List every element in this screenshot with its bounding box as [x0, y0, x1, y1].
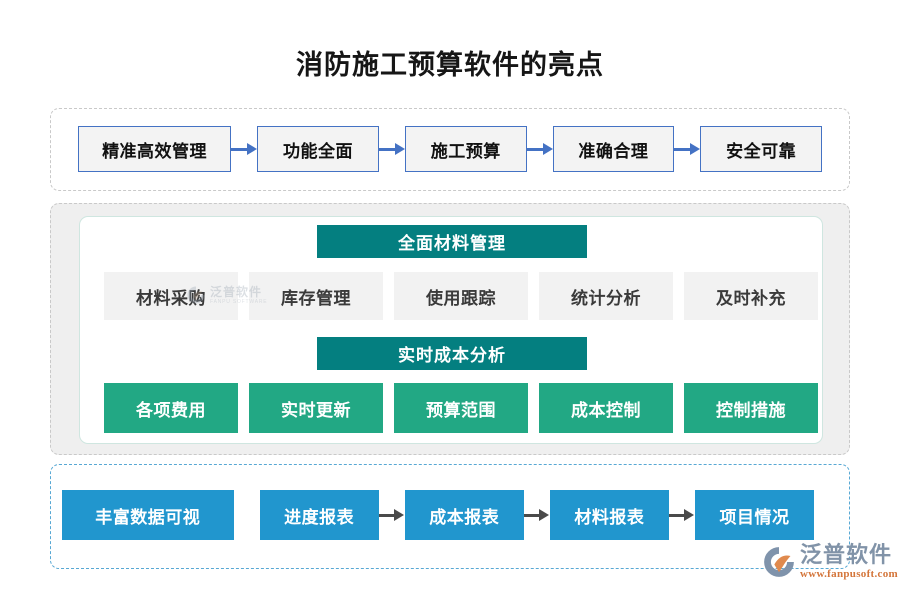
page-title: 消防施工预算软件的亮点 — [296, 50, 604, 80]
brand-text: 泛普软件 www.fanpusoft.com — [800, 544, 898, 580]
material-items-row: 材料采购 库存管理 使用跟踪 统计分析 及时补充 — [104, 272, 818, 320]
fanpu-swoosh-logo-icon — [764, 547, 794, 577]
arrow-right-icon — [523, 509, 550, 521]
cost-item-5[interactable]: 控制措施 — [684, 383, 818, 433]
top-flow-node-4[interactable]: 准确合理 — [552, 126, 675, 172]
cost-item-2[interactable]: 实时更新 — [249, 383, 383, 433]
material-item-3[interactable]: 使用跟踪 — [394, 272, 528, 320]
arrow-right-icon — [378, 509, 405, 521]
top-flow-node-3[interactable]: 施工预算 — [404, 126, 527, 172]
material-management-header: 全面材料管理 — [317, 225, 587, 258]
top-flow-node-5[interactable]: 安全可靠 — [700, 126, 822, 172]
cost-item-3[interactable]: 预算范围 — [394, 383, 528, 433]
cost-items-row: 各项费用 实时更新 预算范围 成本控制 控制措施 — [104, 383, 818, 433]
arrow-right-icon — [526, 143, 553, 155]
material-item-2[interactable]: 库存管理 — [249, 272, 383, 320]
brand-url: www.fanpusoft.com — [800, 568, 898, 580]
top-flow-row: 精准高效管理 功能全面 施工预算 准确合理 安全可靠 — [78, 126, 822, 172]
material-item-1[interactable]: 材料采购 — [104, 272, 238, 320]
bottom-flow-node-5[interactable]: 项目情况 — [694, 490, 815, 540]
bottom-flow-row: 丰富数据可视 进度报表 成本报表 材料报表 项目情况 — [62, 490, 815, 540]
cost-analysis-header: 实时成本分析 — [317, 337, 587, 370]
bottom-flow-node-3[interactable]: 成本报表 — [404, 490, 524, 540]
top-flow-node-1[interactable]: 精准高效管理 — [78, 126, 232, 172]
top-flow-node-2[interactable]: 功能全面 — [257, 126, 379, 172]
brand-name: 泛普软件 — [800, 542, 893, 567]
arrow-right-icon — [378, 143, 405, 155]
bottom-flow-node-4[interactable]: 材料报表 — [549, 490, 669, 540]
brand-logo: 泛普软件 www.fanpusoft.com — [762, 544, 898, 580]
arrow-right-icon — [668, 509, 695, 521]
material-item-5[interactable]: 及时补充 — [684, 272, 818, 320]
bottom-flow-node-1[interactable]: 丰富数据可视 — [62, 490, 234, 540]
material-item-4[interactable]: 统计分析 — [539, 272, 673, 320]
arrow-right-icon — [674, 143, 701, 155]
arrow-right-icon — [231, 143, 258, 155]
bottom-flow-node-2[interactable]: 进度报表 — [259, 490, 379, 540]
cost-item-4[interactable]: 成本控制 — [539, 383, 673, 433]
cost-item-1[interactable]: 各项费用 — [104, 383, 238, 433]
